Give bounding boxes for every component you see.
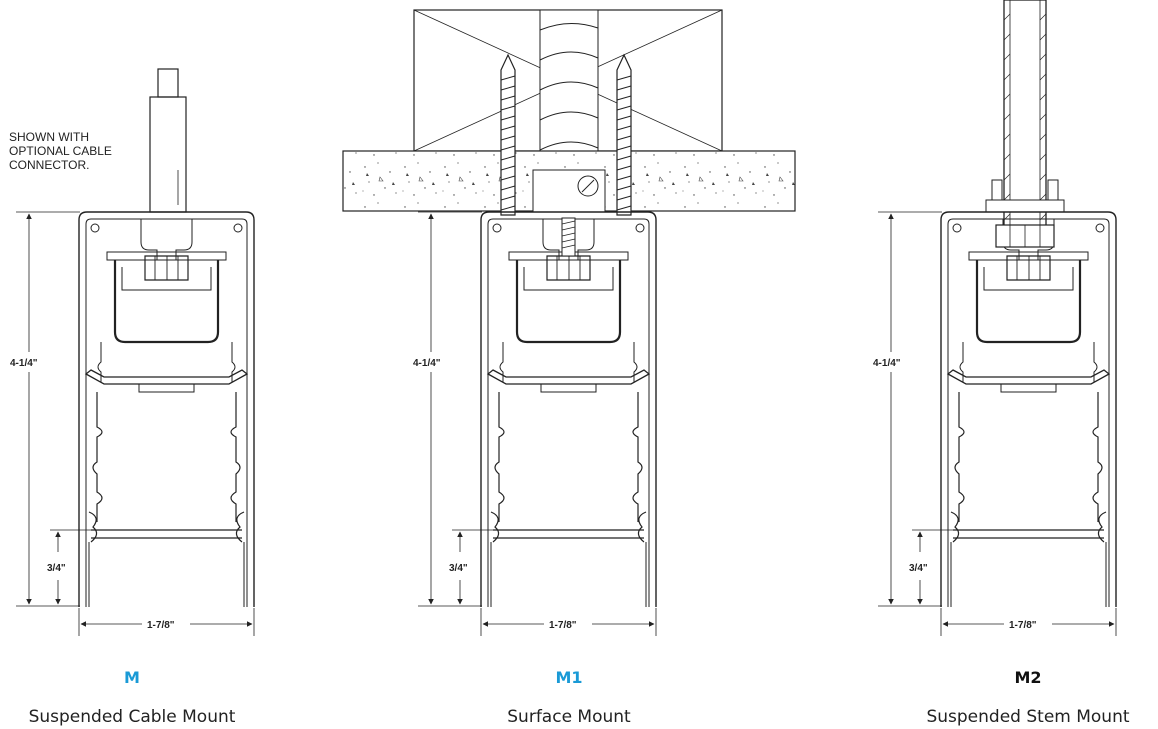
lens-dim-label: 3/4" (449, 563, 468, 574)
diagram-cable-mount: SHOWN WITH OPTIONAL CABLE CONNECTOR. 4-1… (9, 68, 256, 636)
note-line-1: SHOWN WITH (9, 130, 89, 144)
mount-caption-surface: Surface Mount (507, 707, 631, 727)
width-dim-label: 1-7/8" (1009, 620, 1037, 631)
lens-dim-label: 3/4" (47, 563, 66, 574)
mount-code-m1: M1 (555, 668, 583, 687)
mount-code-m: M (124, 668, 140, 687)
note-line-3: CONNECTOR. (9, 158, 89, 172)
width-dim-label: 1-7/8" (549, 620, 577, 631)
mount-caption-cable: Suspended Cable Mount (28, 707, 236, 727)
width-dim-label: 1-7/8" (147, 620, 175, 631)
mount-caption-stem: Suspended Stem Mount (926, 707, 1130, 727)
height-dim-label: 4-1/4" (10, 358, 38, 369)
lens-dim-label: 3/4" (909, 563, 928, 574)
height-dim-label: 4-1/4" (413, 358, 441, 369)
height-dim-label: 4-1/4" (873, 358, 901, 369)
diagram-surface-mount: 4-1/4" 3/4" 1-7/8" (342, 9, 796, 636)
mount-code-m2: M2 (1014, 668, 1042, 687)
diagram-stem-mount: 4-1/4" 3/4" 1-7/8" (873, 0, 1118, 636)
note-line-2: OPTIONAL CABLE (9, 144, 112, 158)
